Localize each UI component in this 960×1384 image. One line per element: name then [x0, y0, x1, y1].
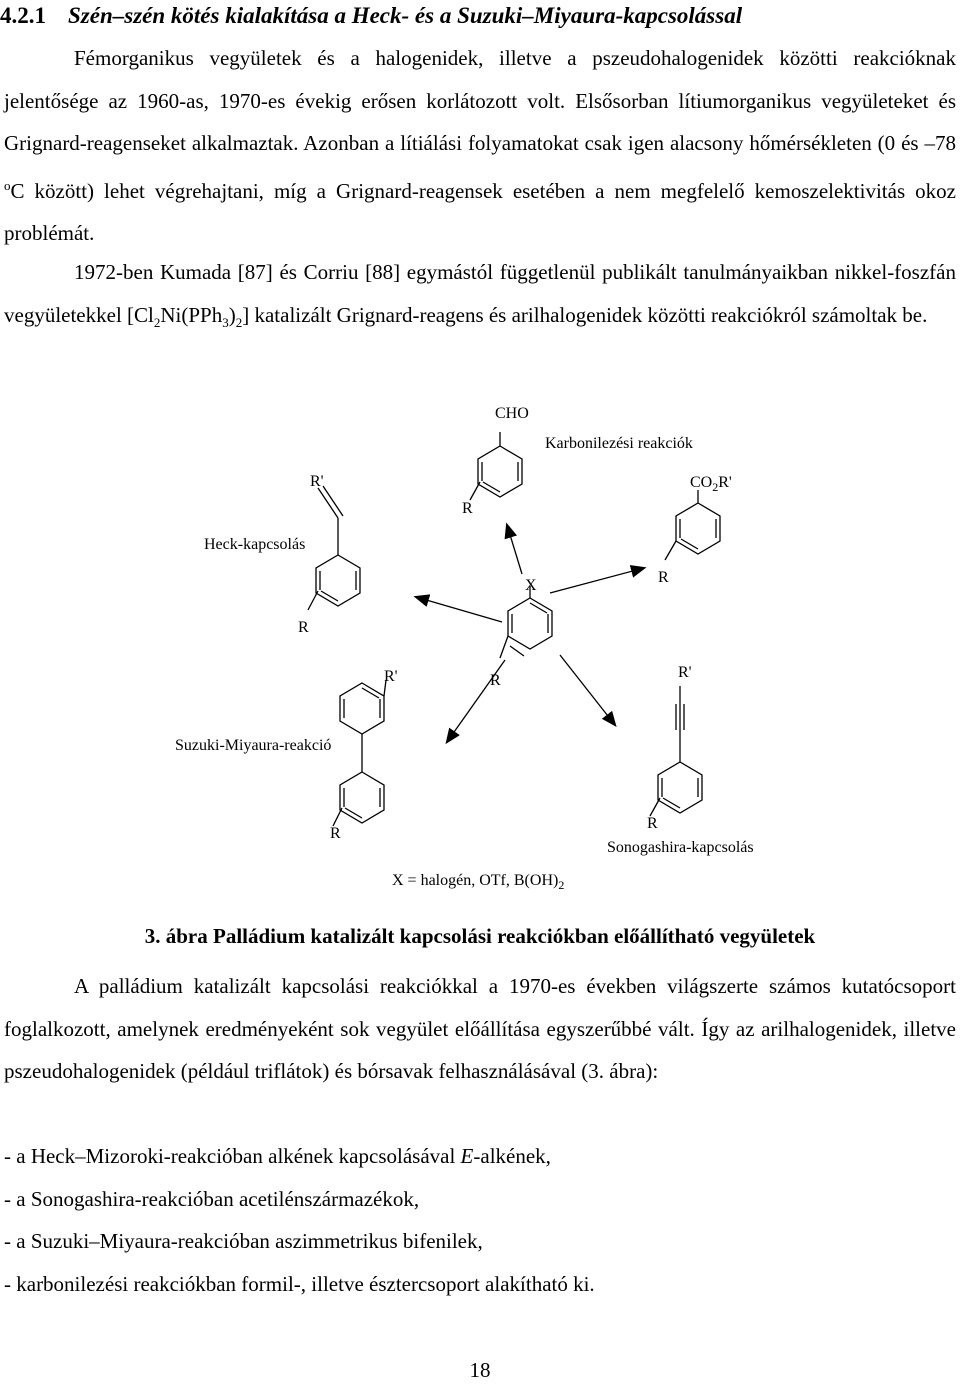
suzuki-reaction-title: Suzuki-Miyaura-reakció [175, 737, 331, 754]
ester-benzene-ring [664, 490, 721, 561]
center-benzene-ring [499, 586, 553, 659]
arrow-to-heck [413, 594, 503, 623]
arrow-to-carbonyl [504, 522, 523, 575]
r-label-sonogashira: R [647, 815, 658, 832]
r-label-carbonyl: R [462, 500, 473, 517]
r-label-suzuki: R [330, 825, 341, 842]
reaction-scheme-figure: X R CHO Karbonilezési reakciók R CO2R' R [175, 405, 754, 892]
figure-caption: 3. ábra Palládium katalizált kapcsolási … [144, 924, 816, 948]
list-item: - a Heck–Mizoroki-reakcióban alkének kap… [4, 1144, 551, 1168]
suzuki-biphenyl-structure [332, 679, 387, 827]
heck-styrene-structure [307, 485, 361, 611]
list-item: - a Sonogashira-reakcióban acetilénszárm… [4, 1186, 420, 1211]
co2r-label: CO2R' [690, 474, 732, 494]
arrow-to-sonogashira [559, 654, 617, 728]
heck-coupling-title: Heck-kapcsolás [204, 536, 305, 553]
x-label-center: X [525, 577, 537, 594]
section-title: Szén–szén kötés kialakítása a Heck- és a… [68, 3, 743, 28]
aldehyde-benzene-ring [469, 432, 523, 501]
list-item: - karbonilezési reakciókban formil-, ill… [4, 1271, 595, 1296]
paragraph-1: Fémorganikus vegyületek és a halogenidek… [4, 46, 956, 245]
r-label-heck: R [298, 619, 309, 636]
r-prime-label-heck: R' [310, 473, 324, 490]
section-heading: 4.2.1 Szén–szén kötés kialakítása a Heck-… [0, 2, 960, 30]
arrow-to-ester [549, 565, 647, 594]
section-number: 4.2.1 [0, 3, 46, 28]
paragraph-2: 1972-ben Kumada [87] és Corriu [88] egym… [4, 260, 956, 330]
r-label-center: R [490, 672, 501, 689]
sonogashira-alkyne-structure [649, 686, 703, 817]
carbonyl-reactions-title: Karbonilezési reakciók [545, 435, 693, 452]
page-number: 18 [469, 1358, 491, 1382]
product-list: - a Heck–Mizoroki-reakcióban alkének kap… [4, 1135, 944, 1305]
x-definition-legend: X = halogén, OTf, B(OH)2 [392, 872, 564, 892]
list-item: - a Suzuki–Miyaura-reakcióban aszimmetri… [4, 1229, 483, 1253]
arrow-to-suzuki [445, 659, 506, 745]
r-prime-label-suzuki: R' [384, 668, 398, 685]
paragraph-3: A palládium katalizált kapcsolási reakci… [4, 974, 956, 1083]
r-label-ester: R [658, 569, 669, 586]
r-prime-label-sonogashira: R' [678, 664, 692, 681]
cho-label: CHO [495, 405, 529, 422]
sonogashira-coupling-title: Sonogashira-kapcsolás [607, 839, 754, 856]
